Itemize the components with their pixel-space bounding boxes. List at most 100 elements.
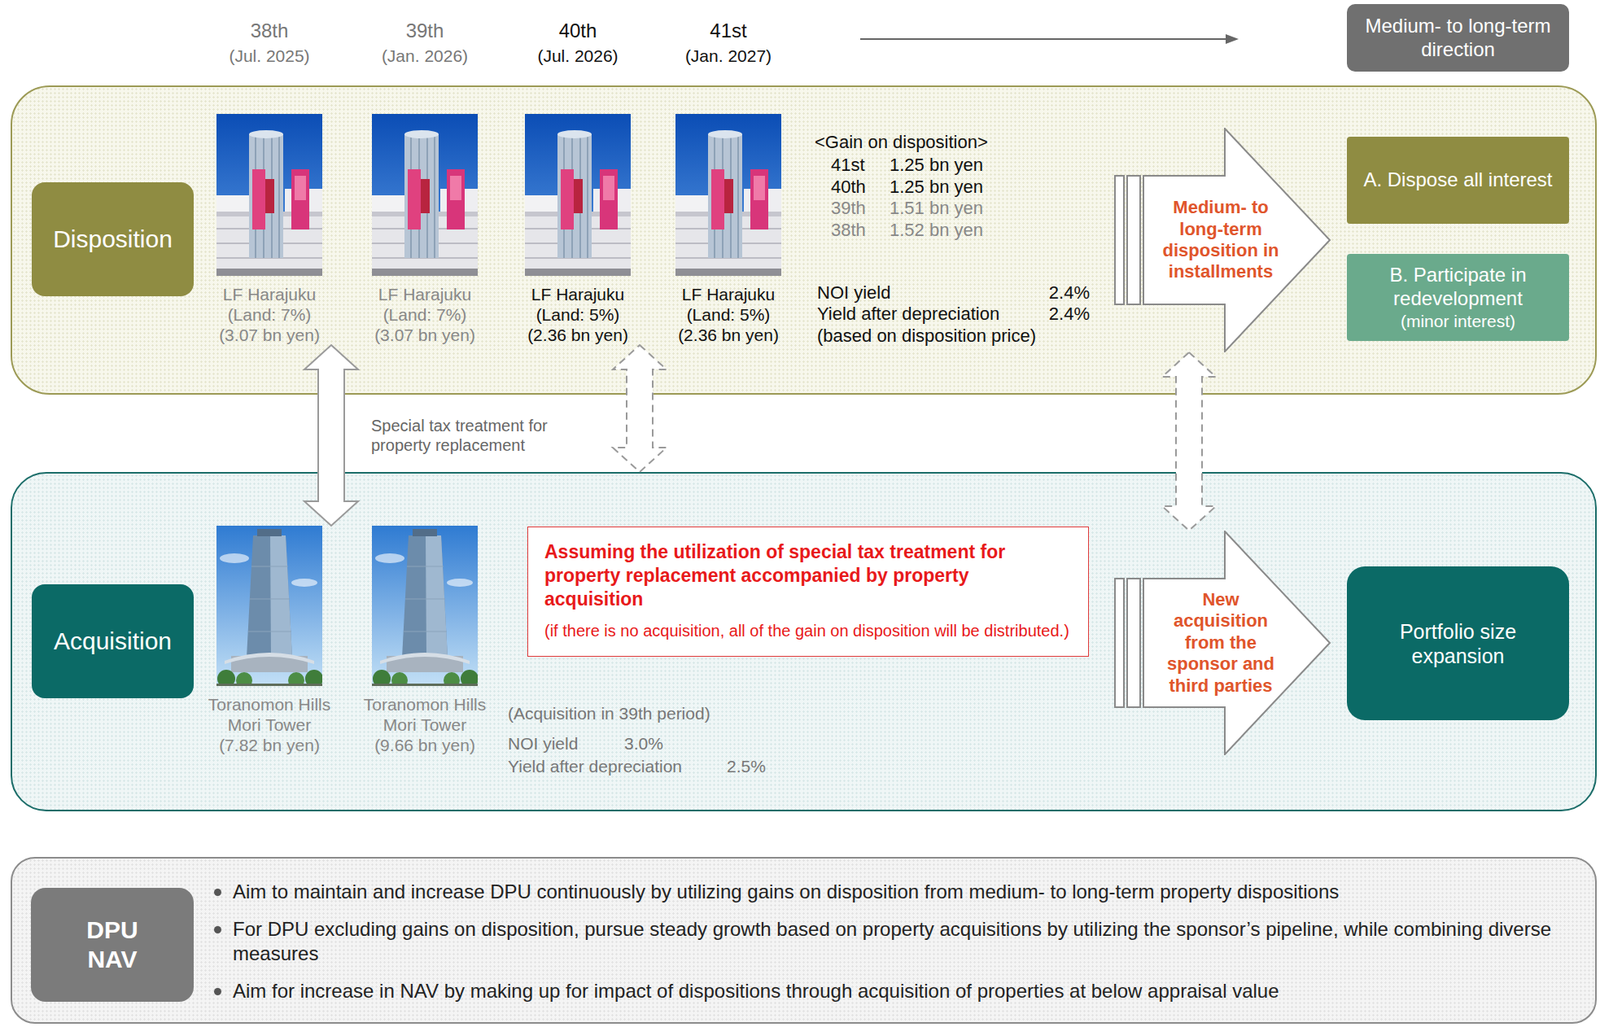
property-caption: (Land: 7%) (196, 304, 343, 325)
edge-label: Special tax treatment for property repla… (367, 414, 580, 457)
arrow-text: New acquisition from the sponsor and thi… (1159, 589, 1282, 697)
text-slot: 40th (830, 175, 866, 199)
text-slot: (Acquisition in 39th period) (507, 703, 711, 725)
dpu-panel: Aim to maintain and increase DPU continu… (10, 856, 1597, 1024)
caption: Toranomon Hills Mori Tower(7.82 bn yen) (196, 694, 343, 756)
property-card: LF Harajuku(Land: 5%)(2.36 bn yen) (504, 113, 652, 346)
box-text: A. Dispose all interest (1363, 168, 1552, 193)
category-box: DPU NAV (30, 887, 194, 1002)
text-slot: 1.52 bn yen (889, 218, 984, 242)
panel-text: (Acquisition in 39th period) (507, 703, 711, 725)
property-card: Toranomon Hills Mori Tower(9.66 bn yen) (351, 525, 499, 756)
period-slot: 39th (343, 19, 507, 44)
property-caption: (9.66 bn yen) (351, 734, 499, 756)
property-card: LF Harajuku(Land: 5%)(2.36 bn yen) (655, 113, 802, 346)
photo-illustration (216, 525, 323, 687)
photo-illustration (216, 113, 323, 276)
category-box: Acquisition (31, 584, 194, 699)
block-arrow: Medium- to long-term disposition in inst… (1114, 127, 1332, 353)
photo-illustration (371, 113, 478, 276)
panel-text: 2.4% (1008, 281, 1090, 305)
panel-text: 40th (830, 175, 866, 199)
panel-text: 1.52 bn yen (889, 218, 984, 242)
text-slot: 39th (830, 196, 866, 220)
property-caption: (3.07 bn yen) (351, 324, 499, 346)
period-slot: 41st (646, 19, 810, 44)
property-card: Toranomon Hills Mori Tower(7.82 bn yen) (196, 525, 343, 756)
building-photo (216, 525, 323, 687)
timeline-arrow (854, 30, 1246, 48)
property-caption: LF Harajuku (351, 284, 499, 305)
result-box: Portfolio size expansion (1346, 566, 1570, 721)
box-text: (minor interest) (1400, 310, 1516, 332)
period-label: 41st (646, 19, 810, 44)
note-body: (if there is no acquisition, all of the … (544, 620, 1072, 642)
disposition-panel: <Gain on disposition>41st 1.25 bn yen 40th… (10, 85, 1597, 395)
text-slot: NOI yield (507, 733, 578, 755)
text-slot: 2.4% (1008, 302, 1090, 326)
property-caption: (7.82 bn yen) (196, 734, 343, 756)
text-slot: Aim to maintain and increase DPU continu… (232, 879, 1581, 905)
period-slot: (Jan. 2027) (646, 45, 810, 66)
panel-text: NOI yield (507, 733, 578, 755)
text-slot: Aim for increase in NAV by making up for… (232, 979, 1581, 1004)
arrow-bar (1127, 175, 1141, 305)
property-caption: (Land: 7%) (351, 304, 499, 325)
text-slot: 38th (830, 218, 866, 242)
building-photo (371, 113, 478, 276)
panel-text: 3.0% (624, 733, 664, 755)
bullet-text: For DPU excluding gains on disposition, … (232, 917, 1581, 967)
period-label: 39th (343, 19, 507, 44)
photo-illustration (371, 525, 478, 687)
property-caption: LF Harajuku (655, 284, 802, 305)
caption: LF Harajuku(Land: 5%)(2.36 bn yen) (504, 284, 652, 346)
box-text: Acquisition (53, 626, 172, 656)
option-box: A. Dispose all interest (1346, 136, 1570, 224)
caption: LF Harajuku(Land: 7%)(3.07 bn yen) (196, 284, 343, 346)
period-label: (Jul. 2026) (496, 45, 660, 66)
property-caption: (Land: 5%) (655, 304, 802, 325)
arrow-bar (1127, 578, 1141, 708)
panel-text: 2.4% (1008, 302, 1090, 326)
bullet-dot (214, 888, 222, 897)
building-photo (524, 113, 631, 276)
panel-text: 2.5% (726, 756, 766, 778)
text-slot: 1.25 bn yen (889, 153, 984, 177)
text-slot: 1.25 bn yen (889, 175, 984, 199)
arrow-bar (1114, 175, 1124, 305)
note-heading: Assuming the utilization of special tax … (544, 540, 1072, 611)
property-caption: (2.36 bn yen) (655, 324, 802, 346)
panel-text: 1.25 bn yen (889, 153, 984, 177)
block-arrow: New acquisition from the sponsor and thi… (1114, 530, 1332, 756)
panel-text: 41st (830, 153, 866, 177)
property-caption: Toranomon Hills Mori Tower (351, 694, 499, 735)
period-label: 38th (187, 19, 351, 44)
box-text: Disposition (52, 224, 173, 254)
box-text: Portfolio size expansion (1363, 619, 1553, 669)
caption: LF Harajuku(Land: 7%)(3.07 bn yen) (351, 284, 499, 346)
note-box: Assuming the utilization of special tax … (527, 526, 1089, 657)
arrow-text: Medium- to long-term disposition in inst… (1157, 196, 1285, 284)
box-text: Medium- to long-term direction (1355, 14, 1561, 62)
panel-text: Yield after depreciation (507, 756, 682, 778)
panel-text: 1.51 bn yen (889, 196, 984, 220)
panel-text: (based on disposition price) (817, 324, 1037, 348)
panel-text: <Gain on disposition> (814, 131, 988, 154)
text-slot: NOI yield (817, 281, 891, 305)
box-text: B. Participate in redevelopment (1355, 263, 1561, 311)
text-slot: <Gain on disposition> (814, 131, 988, 154)
property-caption: LF Harajuku (196, 284, 343, 305)
property-card: LF Harajuku(Land: 7%)(3.07 bn yen) (351, 113, 499, 346)
property-caption: (Land: 5%) (504, 304, 652, 325)
direction-box: Medium- to long-term direction (1346, 4, 1570, 72)
panel-text: 38th (830, 218, 866, 242)
period-slot: 38th (187, 19, 351, 44)
timeline-head (1225, 34, 1239, 44)
text-slot: For DPU excluding gains on disposition, … (232, 917, 1581, 967)
arrow-bar (1114, 578, 1124, 708)
bullet-text: Aim for increase in NAV by making up for… (232, 979, 1581, 1004)
text-slot: Yield after depreciation (507, 756, 682, 778)
text-slot: 2.5% (726, 756, 766, 778)
period-slot: (Jan. 2026) (343, 45, 507, 66)
